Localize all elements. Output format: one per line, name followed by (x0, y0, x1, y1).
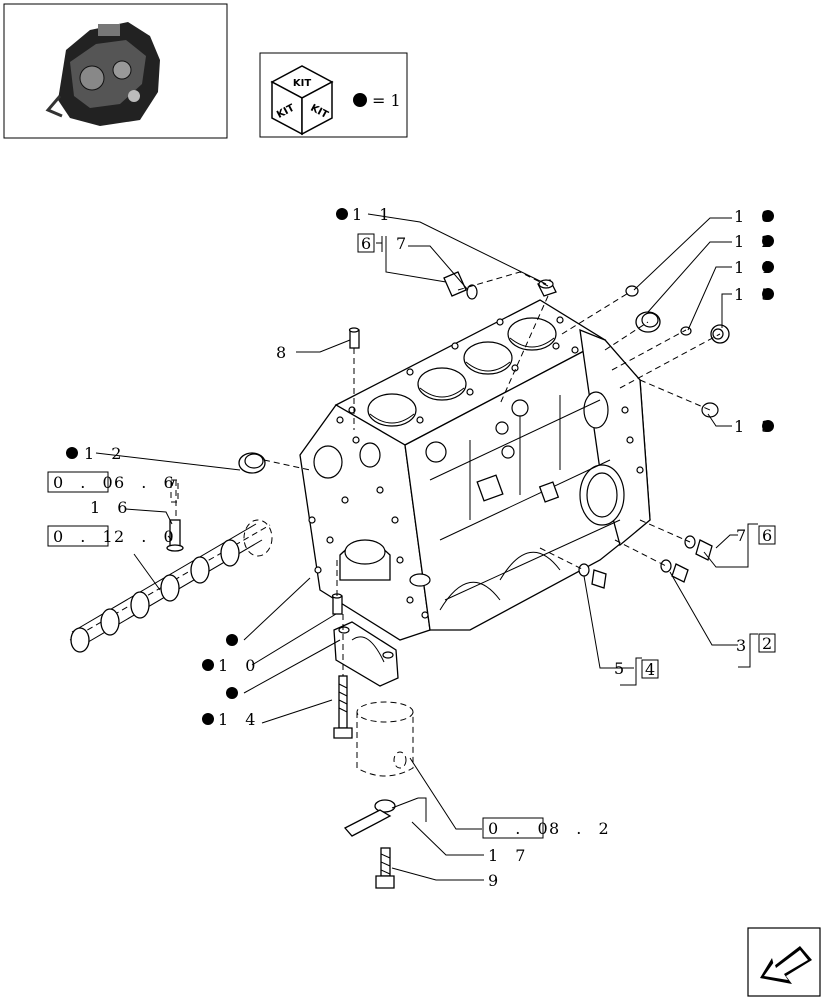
callout-11-top: 1 1 (352, 205, 395, 224)
callout-7-top: 7 (396, 234, 412, 253)
callout-18: 1 8 (734, 207, 777, 226)
callout-5: 5 (614, 659, 630, 678)
callout-12-left: 1 2 (84, 444, 127, 463)
ref-012-box (47, 525, 109, 547)
engine-block[interactable] (299, 299, 651, 641)
ref-012-tail: 2 . 0 (114, 527, 180, 546)
callout-6-top: 6 (361, 234, 377, 253)
callout-4-box (641, 659, 659, 679)
back-arrow-icon (760, 946, 812, 984)
part-ring-11[interactable] (680, 326, 692, 336)
kit-dot-icon (336, 208, 348, 220)
callout-4: 4 (645, 660, 661, 679)
kit-dot-icon (226, 634, 238, 646)
ref-008-box (482, 817, 544, 839)
kit-equals-text: = 1 (372, 91, 401, 110)
ref-006-box-text: 0 . 0 (53, 473, 119, 492)
part-bolt-9[interactable] (375, 847, 395, 889)
ref-006-box (47, 471, 109, 493)
kit-dot-icon (226, 687, 238, 699)
leader-lines (95, 213, 758, 881)
kit-markers (66, 208, 774, 725)
kit-cube-icon: KIT KIT KIT (270, 65, 334, 136)
kit-dot-icon (762, 288, 774, 300)
part-pin-16[interactable] (166, 519, 184, 552)
part-piston[interactable] (356, 701, 414, 777)
part-ring-13[interactable] (701, 402, 719, 418)
part-dowel-10[interactable] (331, 593, 343, 615)
kit-dot-icon (202, 659, 214, 671)
kit-cube-top-text: KIT (293, 78, 311, 89)
callout-14: 1 4 (218, 710, 261, 729)
engine-thumbnail-icon (45, 22, 160, 126)
part-camshaft[interactable] (69, 519, 273, 653)
part-oil-nozzle-17[interactable] (343, 797, 427, 837)
callout-3: 3 (736, 636, 752, 655)
kit-dot-icon (66, 447, 78, 459)
ref-008-box-text: 0 . 0 (488, 819, 554, 838)
part-bolt-14[interactable] (333, 675, 353, 739)
assembly-lines (175, 271, 721, 676)
kit-dot-icon (762, 420, 774, 432)
ref-008-tail: 8 . 2 (549, 819, 615, 838)
back-arrow-button[interactable] (747, 927, 821, 997)
callout-6-right: 6 (762, 526, 778, 545)
callout-16: 1 6 (90, 498, 133, 517)
callout-labels: 1 1 6 7 8 1 8 1 2 1 1 1 5 1 3 1 2 0 . 0 … (47, 205, 778, 890)
kit-legend: KIT KIT KIT = 1 (259, 52, 408, 138)
part-plug-3[interactable] (660, 559, 689, 583)
kit-dot-icon (762, 261, 774, 273)
callout-12-top: 1 2 (734, 232, 777, 251)
ref-006-tail: 6 . 6 (114, 473, 180, 492)
kit-dot-icon (762, 210, 774, 222)
callout-8: 8 (276, 343, 292, 362)
part-bearing-cap[interactable] (333, 621, 399, 687)
kit-dot-icon (353, 93, 367, 107)
callout-6-top-box (357, 233, 375, 253)
part-cap-12-left[interactable] (238, 452, 266, 474)
kit-dot-icon (202, 713, 214, 725)
part-plug-5[interactable] (578, 563, 607, 589)
callout-10: 1 0 (218, 656, 261, 675)
part-dowel-8[interactable] (348, 327, 360, 349)
callout-13: 1 3 (734, 417, 777, 436)
callout-11-right: 1 1 (734, 258, 777, 277)
part-plug-7-top[interactable] (443, 271, 478, 300)
ref-012-box-text: 0 . 1 (53, 527, 119, 546)
part-plug-11[interactable] (537, 279, 557, 297)
part-dowel-0066[interactable] (170, 479, 179, 503)
callout-2-box (758, 633, 776, 653)
kit-dot-icon (762, 235, 774, 247)
callout-17: 1 7 (488, 846, 531, 865)
callout-6-right-box (758, 525, 776, 545)
engine-thumbnail[interactable] (3, 3, 228, 139)
callout-9: 9 (488, 871, 504, 890)
callout-15: 1 5 (734, 285, 777, 304)
callout-7-right: 7 (736, 526, 752, 545)
callout-2: 2 (762, 634, 778, 653)
